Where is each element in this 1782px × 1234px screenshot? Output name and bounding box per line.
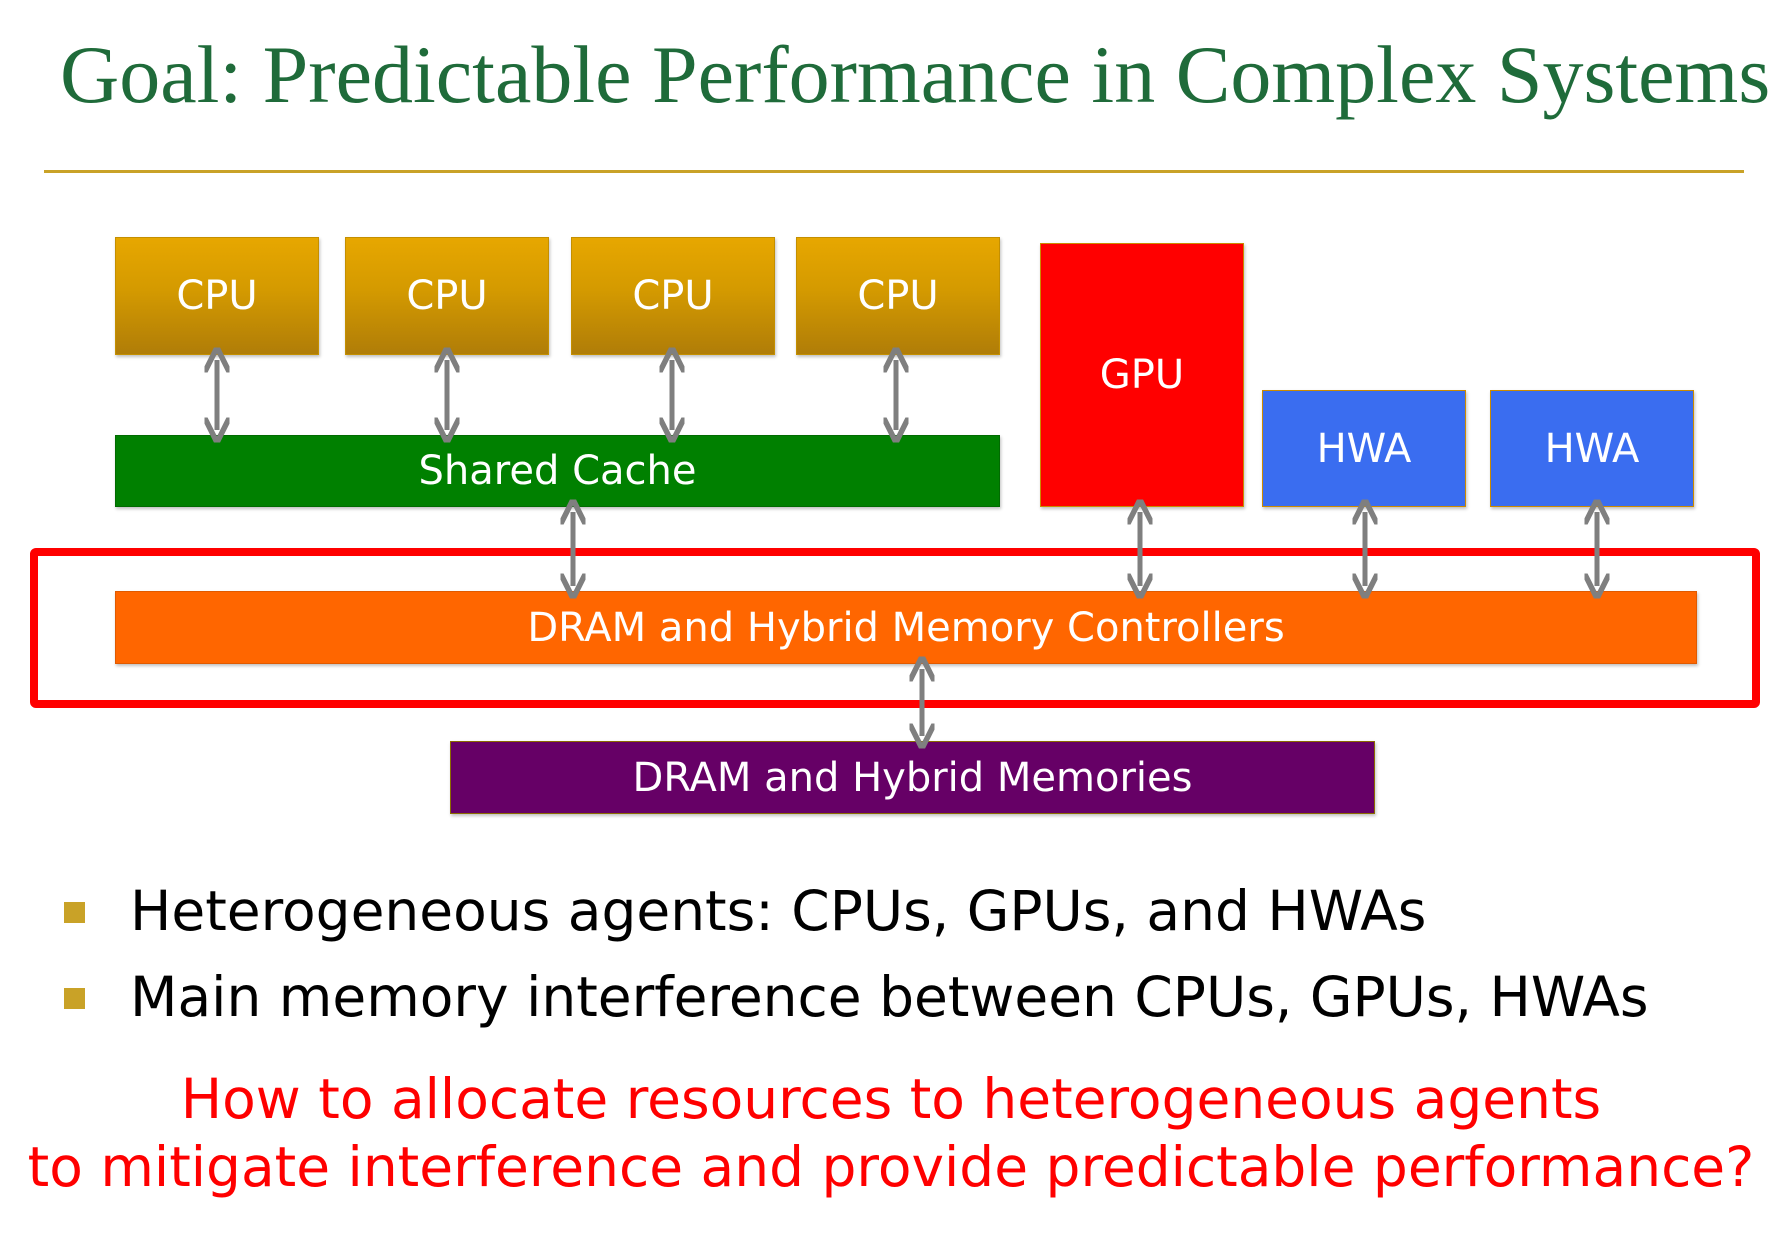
- bullet-item: Main memory interference between CPUs, G…: [60, 954, 1649, 1040]
- bullet-list: Heterogeneous agents: CPUs, GPUs, and HW…: [60, 868, 1649, 1040]
- cpu-box-4: CPU: [796, 237, 1000, 355]
- cpu-box-3: CPU: [571, 237, 775, 355]
- shared-cache-box: Shared Cache: [115, 435, 1000, 507]
- cpu-box-2: CPU: [345, 237, 549, 355]
- bullet-item: Heterogeneous agents: CPUs, GPUs, and HW…: [60, 868, 1649, 954]
- memory-controllers-box: DRAM and Hybrid Memory Controllers: [115, 591, 1697, 664]
- gpu-box: GPU: [1040, 243, 1244, 507]
- bullet-text: Heterogeneous agents: CPUs, GPUs, and HW…: [130, 879, 1427, 943]
- key-question-line-1: How to allocate resources to heterogeneo…: [180, 1067, 1602, 1131]
- cpu-box-1: CPU: [115, 237, 319, 355]
- hwa-box-2: HWA: [1490, 390, 1694, 507]
- bullet-text: Main memory interference between CPUs, G…: [130, 965, 1649, 1029]
- controller-highlight-frame: [30, 548, 1760, 708]
- slide-title: Goal: Predictable Performance in Complex…: [60, 29, 1771, 120]
- hwa-box-1: HWA: [1262, 390, 1466, 507]
- memories-box: DRAM and Hybrid Memories: [450, 741, 1375, 814]
- square-bullet-icon: [64, 988, 85, 1009]
- title-divider: [44, 170, 1744, 173]
- key-question-line-2: to mitigate interference and provide pre…: [27, 1135, 1755, 1199]
- key-question: How to allocate resources to heterogeneo…: [0, 1065, 1782, 1201]
- square-bullet-icon: [64, 902, 85, 923]
